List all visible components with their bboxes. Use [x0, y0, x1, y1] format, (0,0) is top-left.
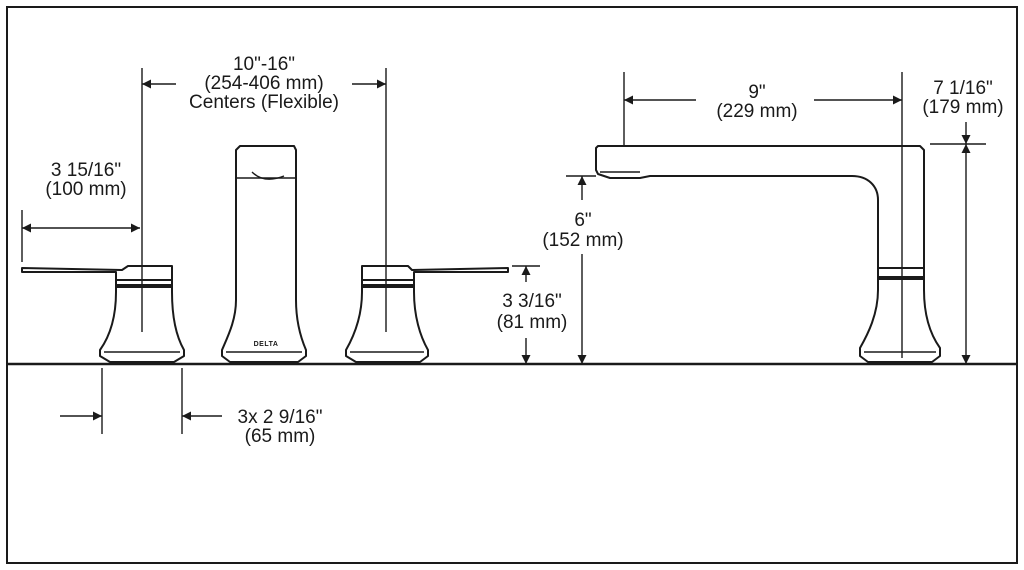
- right-handle: [345, 265, 509, 363]
- centers-label-line3: Centers (Flexible): [189, 92, 339, 113]
- centers-label-line2: (254-406 mm): [204, 73, 323, 94]
- left-handle: [21, 265, 185, 363]
- drawing-frame: [6, 6, 1018, 564]
- dimension-lines: [22, 79, 971, 421]
- spout-height-label-line2: (179 mm): [922, 97, 1003, 118]
- handle-reach-label-line1: 3 15/16": [51, 160, 121, 181]
- spout-clearance-label-line2: (152 mm): [542, 230, 623, 251]
- handle-reach-label-line2: (100 mm): [45, 179, 126, 200]
- spout-clearance-label-line1: 6": [574, 210, 591, 231]
- spout-reach-label-line1: 9": [748, 82, 765, 103]
- centers-label-line1: 10"-16": [233, 54, 295, 75]
- handle-height-label-line1: 3 3/16": [502, 291, 562, 312]
- brand-mark: DELTA: [254, 341, 279, 348]
- spout-height-label-line1: 7 1/16": [933, 78, 993, 99]
- side-view-spout: [595, 145, 941, 363]
- spout-reach-label-line2: (229 mm): [716, 101, 797, 122]
- base-width-label-line1: 3x 2 9/16": [238, 407, 323, 428]
- dimension-labels: 10"-16" (254-406 mm) Centers (Flexible) …: [45, 54, 1003, 447]
- handle-height-label-line2: (81 mm): [497, 312, 568, 333]
- base-width-label-line2: (65 mm): [245, 426, 316, 447]
- center-spout: DELTA: [221, 145, 307, 363]
- extension-lines: [21, 68, 986, 434]
